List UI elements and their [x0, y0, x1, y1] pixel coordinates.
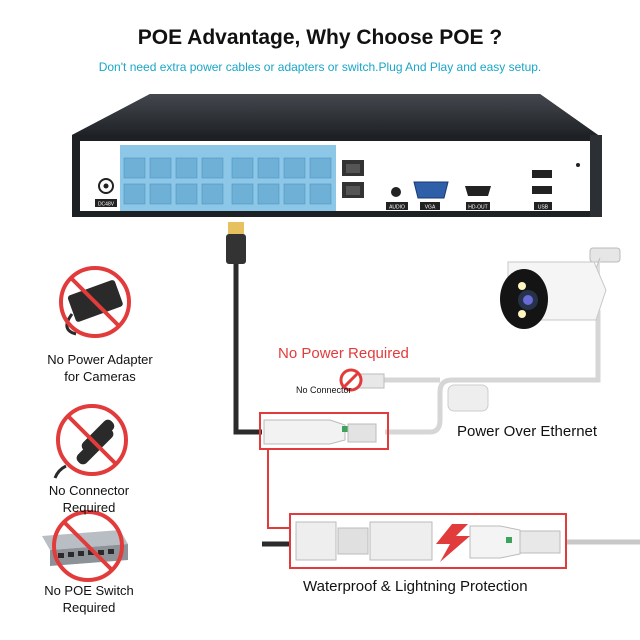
no-connector-sign-icon — [339, 368, 363, 392]
vga-label: VGA — [425, 205, 436, 211]
waterproof-label: Waterproof & Lightning Protection — [303, 578, 528, 595]
connector-highlight-box — [259, 412, 389, 450]
lan-ports — [342, 160, 364, 198]
no-power-required-label: No Power Required — [278, 345, 409, 362]
page-title: POE Advantage, Why Choose POE ? — [137, 26, 503, 49]
caption-line: Required — [62, 500, 116, 515]
no-connector-small-label: No Connector — [296, 385, 352, 395]
rj45-plug — [226, 222, 246, 264]
ethernet-cable — [233, 264, 262, 435]
hdmi-port: HD-OUT — [465, 186, 491, 211]
audio-port: AUDIO — [386, 187, 408, 211]
red-link-line — [267, 449, 290, 529]
caption-no-connector: No Connector Required — [30, 482, 148, 516]
caption-no-power-adapter: No Power Adapter for Cameras — [30, 351, 170, 385]
bullet-camera — [500, 247, 621, 329]
waterproof-connector — [295, 521, 561, 561]
page-subtitle: Don't need extra power cables or adapter… — [98, 60, 542, 74]
camera-cable — [385, 310, 601, 435]
caption-line: No POE Switch — [44, 583, 134, 598]
audio-label: AUDIO — [389, 205, 405, 211]
hdout-label: HD-OUT — [468, 205, 487, 211]
usb-ports: USB — [532, 163, 580, 211]
lightning-bolt-icon — [436, 524, 470, 562]
caption-no-poe-switch: No POE Switch Required — [30, 582, 148, 616]
vga-port: VGA — [413, 181, 449, 211]
cable-junction-box — [447, 384, 489, 412]
poe-port-block — [120, 145, 336, 211]
waterproof-highlight-box — [289, 513, 567, 569]
network-switch-icon — [42, 510, 128, 582]
poe-connector — [263, 419, 377, 445]
connector-icon — [53, 404, 128, 479]
power-over-ethernet-label: Power Over Ethernet — [457, 423, 598, 440]
dc-power-port: DC48V — [95, 178, 117, 208]
power-adapter-icon — [59, 266, 131, 338]
caption-line: Required — [62, 600, 116, 615]
dc-label: DC48V — [98, 202, 115, 208]
usb-label: USB — [538, 205, 549, 211]
caption-line: No Power Adapter — [47, 352, 153, 367]
caption-line: for Cameras — [64, 369, 136, 384]
caption-line: No Connector — [48, 483, 130, 498]
